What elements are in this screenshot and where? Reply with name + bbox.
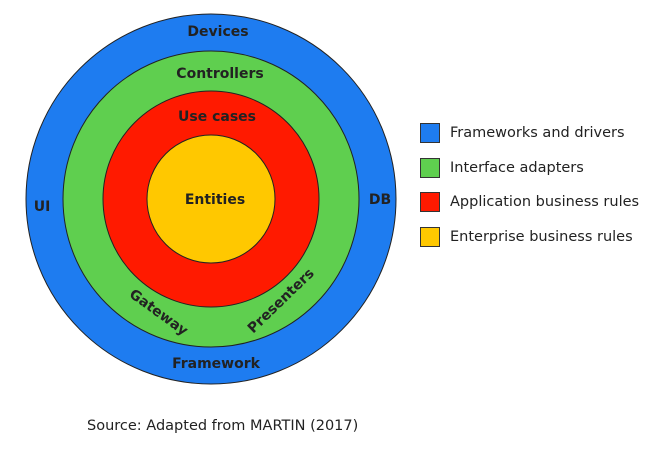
source-caption: Source: Adapted from MARTIN (2017) (87, 418, 359, 434)
label-db: DB (369, 192, 391, 208)
legend-label: Application business rules (450, 194, 640, 210)
label-devices: Devices (187, 24, 248, 40)
legend-swatch (420, 157, 440, 178)
legend-item-application-business-rules: Application business rules (420, 191, 639, 213)
legend-label: Interface adapters (450, 159, 584, 176)
label-use-cases: Use cases (178, 109, 256, 125)
legend-label: Frameworks and drivers (450, 125, 625, 141)
legend-item-frameworks-and-drivers: Frameworks and drivers (420, 122, 639, 144)
label-entities: Entities (185, 192, 245, 208)
label-framework: Framework (172, 356, 261, 372)
legend-swatch (420, 192, 440, 212)
ring-enterprise-business-rules (146, 134, 276, 264)
legend-item-enterprise-business-rules: Enterprise business rules (420, 226, 639, 248)
legend: Frameworks and drivers Interface adapter… (420, 122, 639, 260)
legend-swatch (420, 226, 440, 247)
label-controllers: Controllers (176, 66, 263, 82)
label-ui: UI (34, 199, 51, 215)
legend-swatch (420, 123, 440, 143)
legend-label: Enterprise business rules (450, 228, 633, 245)
legend-item-interface-adapters: Interface adapters (420, 157, 639, 179)
